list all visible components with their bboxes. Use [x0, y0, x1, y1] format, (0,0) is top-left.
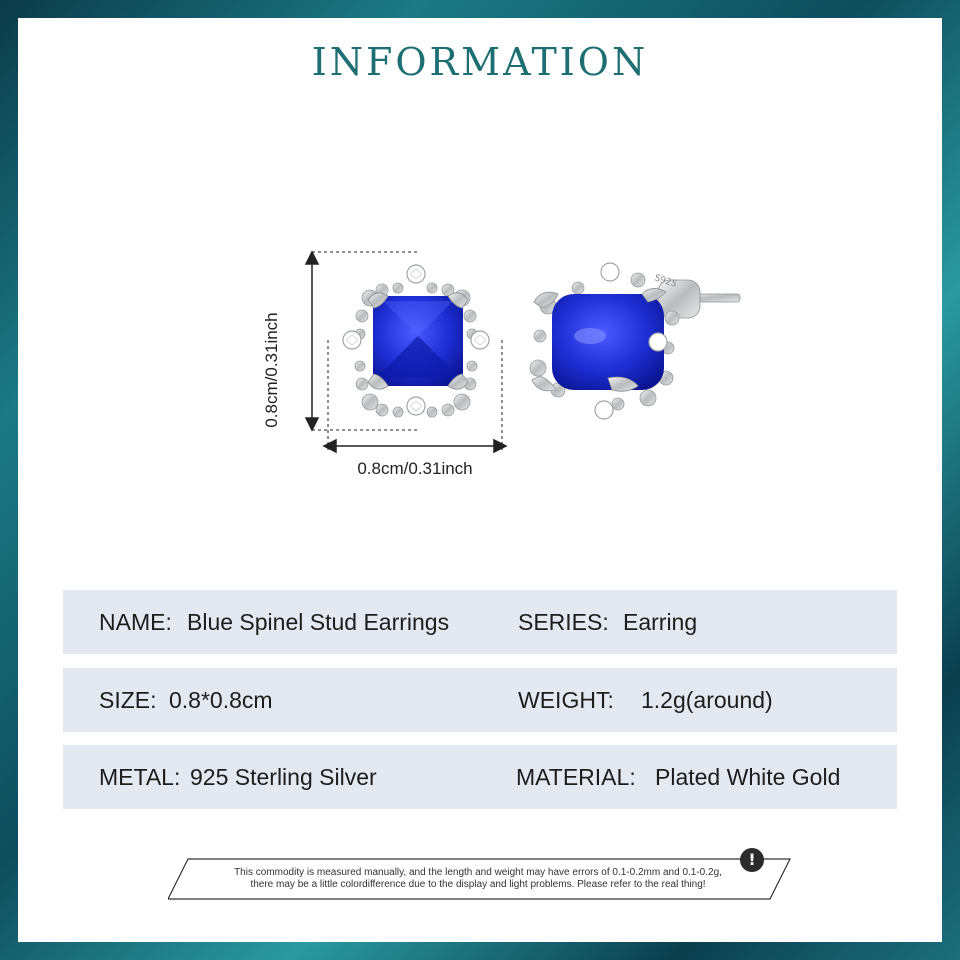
earring-angled-view: S925 [529, 262, 741, 420]
name-value: Blue Spinel Stud Earrings [187, 609, 450, 635]
width-dimension-label: 0.8cm/0.31inch [357, 459, 473, 478]
material-value: Plated White Gold [655, 764, 841, 790]
material-label: MATERIAL: [516, 764, 636, 790]
spec-row-size-weight: SIZE: 0.8*0.8cm WEIGHT: 1.2g(around) [63, 668, 897, 732]
metal-value: 925 Sterling Silver [190, 764, 377, 790]
white-panel: INFORMATION [18, 18, 942, 942]
notice-line-1: This commodity is measured manually, and… [234, 867, 722, 878]
size-label: SIZE: [99, 687, 157, 713]
notice-parallelogram [168, 858, 791, 900]
spec-row-name-series: NAME: Blue Spinel Stud Earrings SERIES: … [63, 590, 897, 654]
notice-text: This commodity is measured manually, and… [198, 867, 758, 891]
height-dimension-label: 0.8cm/0.31inch [262, 312, 281, 428]
notice-line-2: there may be a little colordifference du… [250, 879, 706, 890]
weight-label: WEIGHT: [518, 687, 614, 713]
page-title: INFORMATION [311, 40, 649, 84]
series-label: SERIES: [518, 609, 609, 635]
product-image: S925 [18, 18, 942, 538]
exclamation-icon: ! [740, 848, 764, 872]
name-label: NAME: [99, 609, 172, 635]
weight-value: 1.2g(around) [641, 687, 773, 713]
spec-row-metal-material: METAL: 925 Sterling Silver MATERIAL: Pla… [63, 745, 897, 809]
disclaimer-notice: This commodity is measured manually, and… [168, 858, 792, 900]
dimension-lines [304, 250, 508, 454]
metal-label: METAL: [99, 764, 181, 790]
earring-front-view [342, 264, 490, 418]
series-value: Earring [623, 609, 698, 635]
earrings-illustration: S925 [304, 250, 741, 454]
size-value: 0.8*0.8cm [169, 687, 273, 713]
